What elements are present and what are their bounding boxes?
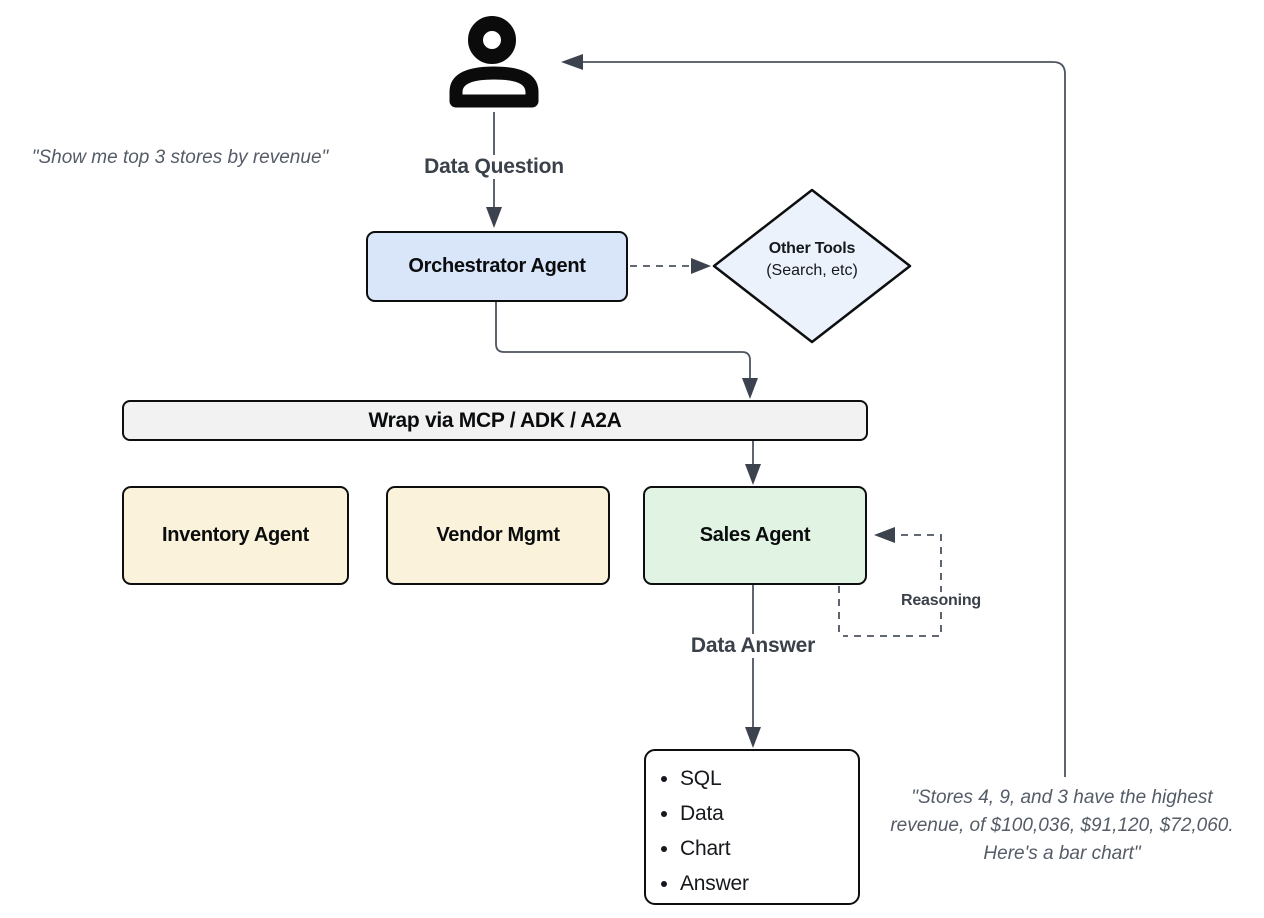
node-wrap-layer: Wrap via MCP / ADK / A2A (122, 400, 868, 441)
node-sales-agent: Sales Agent (643, 486, 867, 585)
other-tools-title: Other Tools (768, 240, 856, 257)
orchestrator-to-wrap-arrow (495, 302, 758, 399)
node-vendor-mgmt: Vendor Mgmt (386, 486, 610, 585)
node-orchestrator-agent: Orchestrator Agent (366, 231, 628, 302)
node-inventory-label: Inventory Agent (162, 524, 309, 546)
list-item: Data (680, 802, 858, 826)
label-reasoning: Reasoning (893, 592, 989, 610)
node-inventory-agent: Inventory Agent (122, 486, 349, 585)
answer-quote-line: "Stores 4, 9, and 3 have the highest (911, 787, 1213, 808)
answer-return-arrow (561, 54, 1066, 777)
sales-to-output-arrow (745, 585, 761, 748)
answer-quote-line: Here's a bar chart" (983, 843, 1141, 864)
node-other-tools-label: Other Tools (Search, etc) (722, 240, 902, 280)
list-item: Answer (680, 872, 858, 896)
label-data-question: Data Question (404, 155, 584, 179)
user-quote-text: "Show me top 3 stores by revenue" (31, 147, 329, 168)
answer-quote: "Stores 4, 9, and 3 have the highest rev… (876, 784, 1248, 868)
node-output-list: SQL Data Chart Answer (644, 749, 860, 905)
node-orchestrator-label: Orchestrator Agent (408, 255, 586, 277)
output-items: SQL Data Chart Answer (646, 767, 858, 896)
other-tools-arrow (630, 258, 711, 274)
node-sales-label: Sales Agent (699, 524, 811, 546)
reasoning-loop-arrow (838, 527, 942, 637)
node-wrap-label: Wrap via MCP / ADK / A2A (368, 408, 622, 432)
list-item: Chart (680, 837, 858, 861)
wrap-to-sales-arrow (745, 441, 761, 485)
person-icon (449, 16, 539, 108)
other-tools-subtitle: (Search, etc) (766, 262, 858, 279)
answer-quote-line: revenue, of $100,036, $91,120, $72,060. (890, 815, 1234, 836)
other-tools-diamond (712, 188, 912, 344)
list-item: SQL (680, 767, 858, 791)
node-vendor-label: Vendor Mgmt (436, 524, 560, 546)
user-quote: "Show me top 3 stores by revenue" (10, 144, 350, 172)
label-data-answer: Data Answer (663, 634, 843, 658)
